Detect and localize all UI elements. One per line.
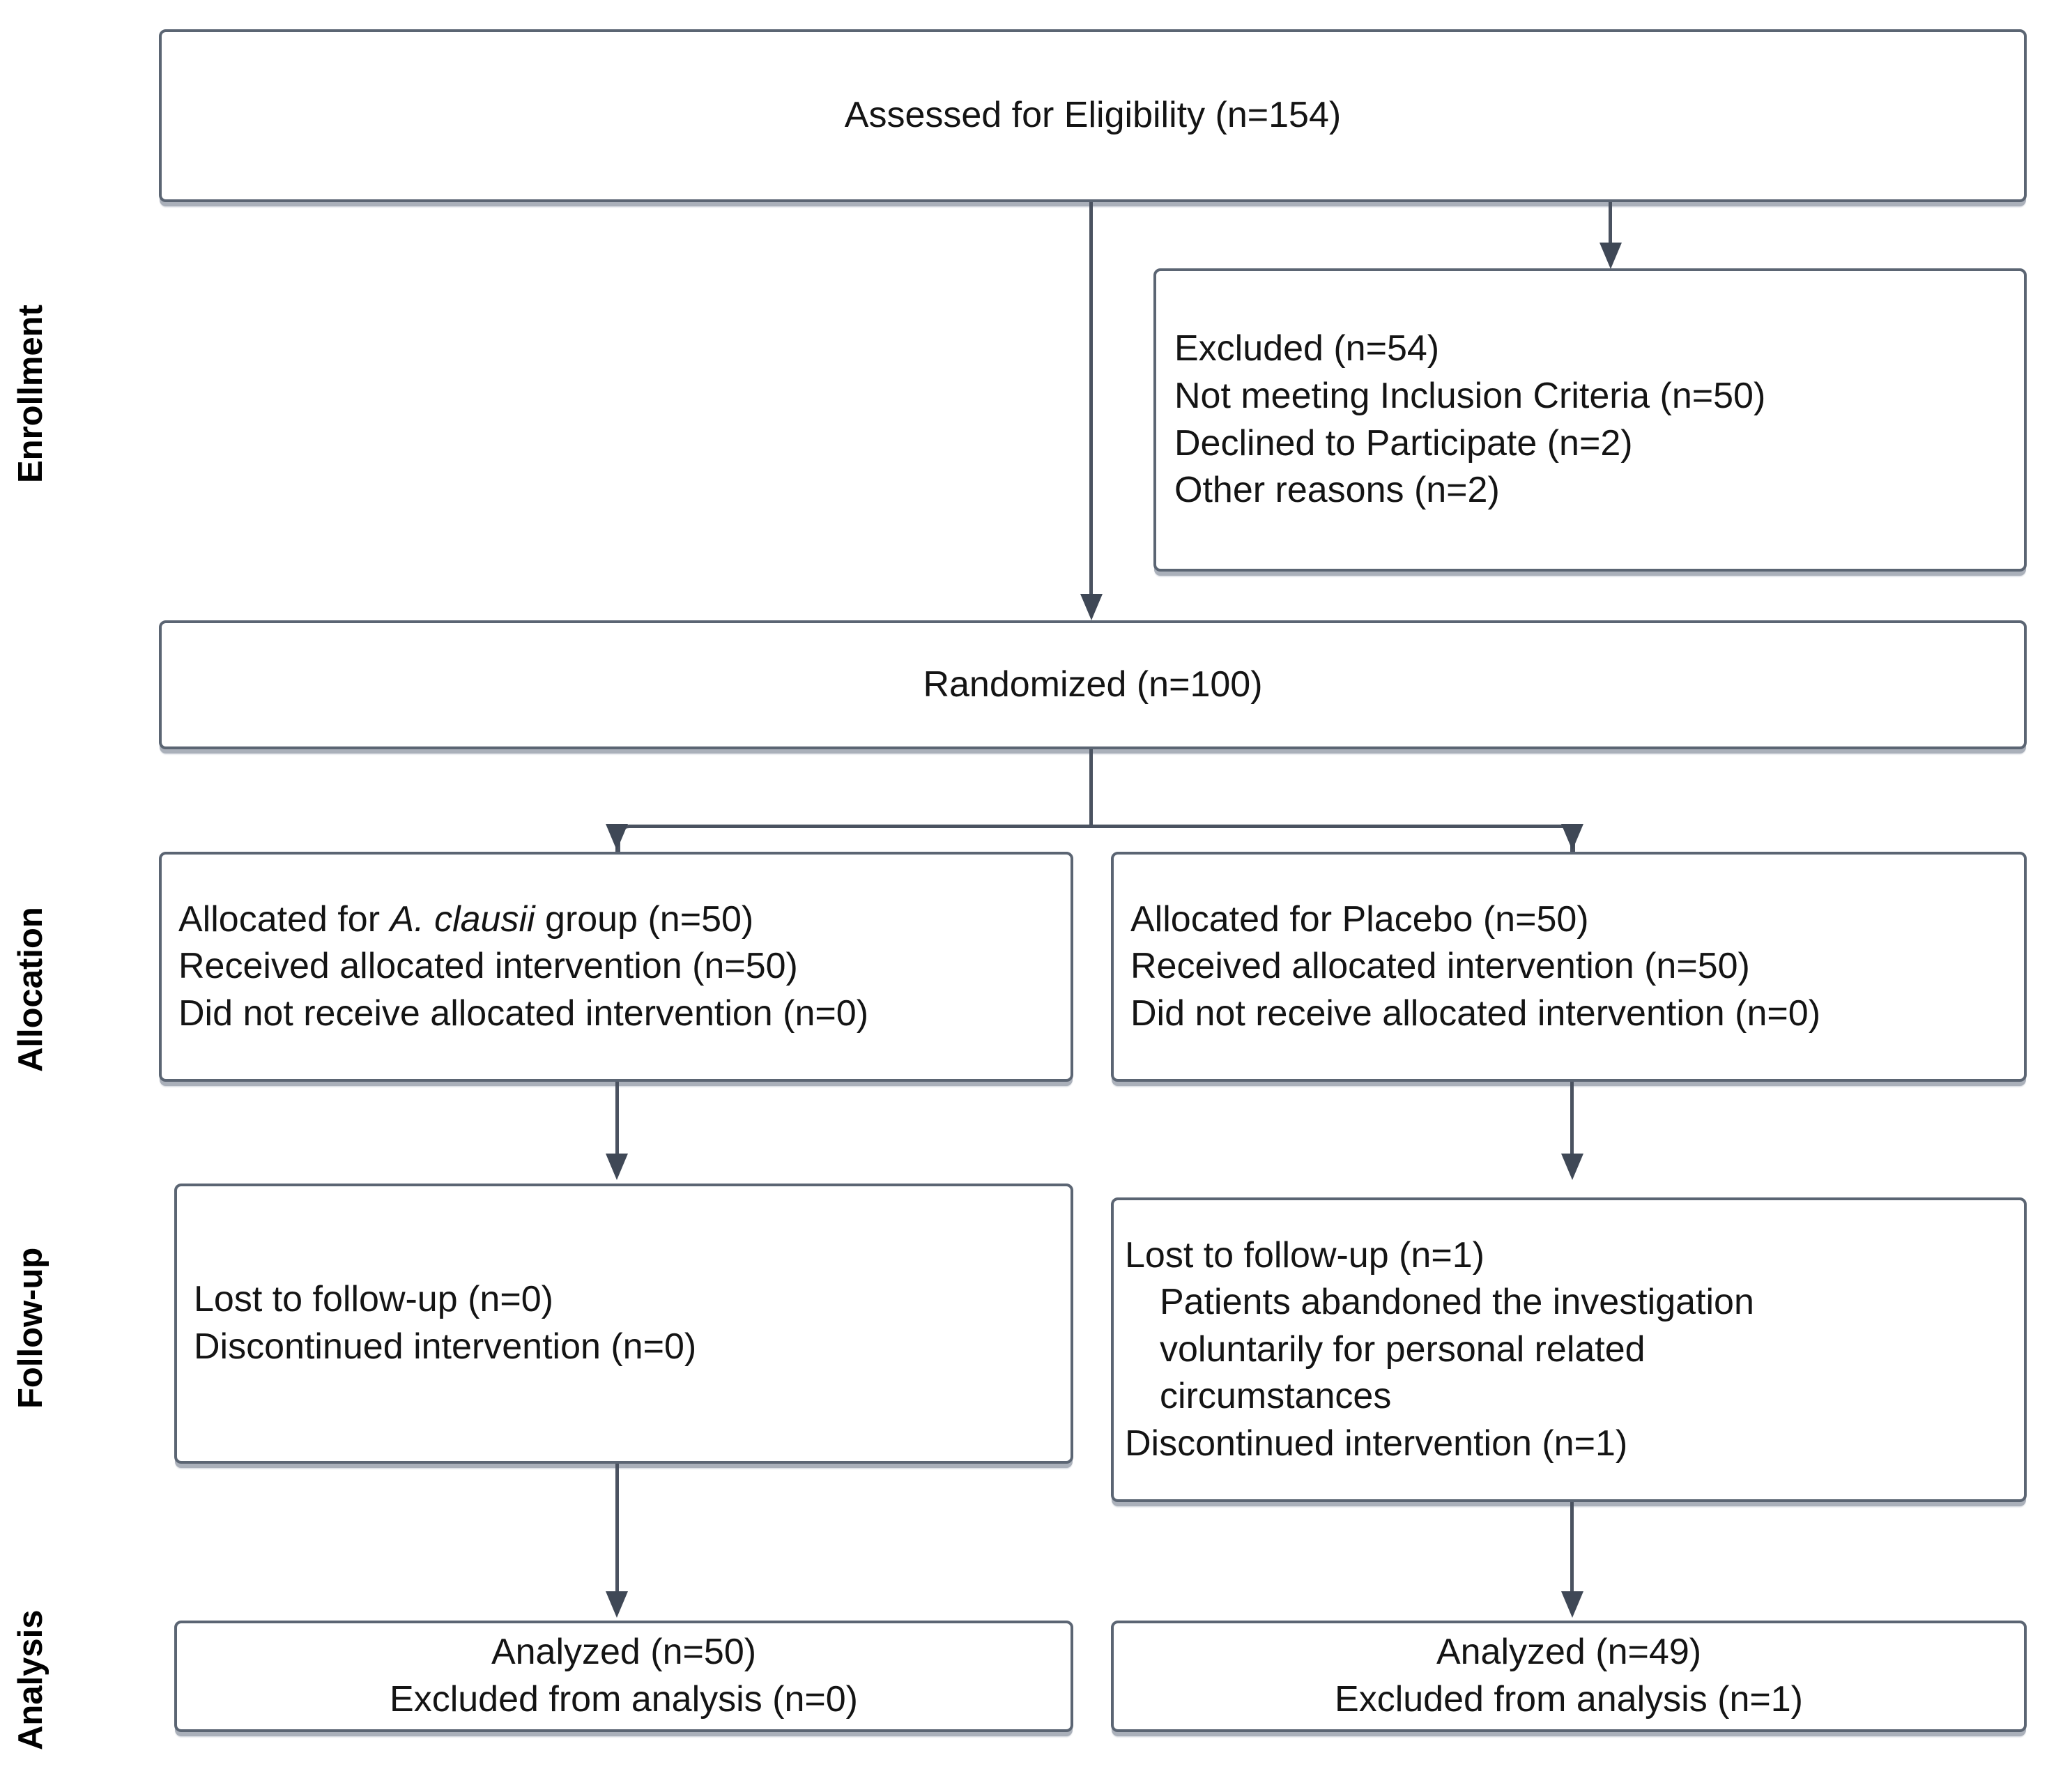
arrowhead-assessed-to-randomized [1080,594,1103,620]
node-followup-placebo: Lost to follow-up (n=1) Patients abandon… [1111,1197,2027,1502]
node-allocation-treatment: Allocated for A. clausii group (n=50) Re… [159,852,1073,1082]
excluded-line-1: Excluded (n=54) [1174,328,1440,369]
node-randomized: Randomized (n=100) [159,620,2027,749]
stage-label-analysis: Analysis [12,1609,49,1750]
arrowhead-allocation-to-followup-right [1561,1154,1583,1180]
connector-followup-to-analysis-left [615,1464,619,1596]
node-analysis-placebo: Analyzed (n=49) Excluded from analysis (… [1111,1621,2027,1732]
followup-placebo-detail-1: Patients abandoned the investigation [1160,1282,1754,1323]
connector-assessed-to-randomized [1089,202,1093,602]
allocation-treatment-line-2: Received allocated intervention (n=50) [178,946,798,987]
allocation-treatment-line-3: Did not receive allocated intervention (… [178,993,869,1034]
assessed-text: Assessed for Eligibility (n=154) [844,95,1342,136]
excluded-line-2: Not meeting Inclusion Criteria (n=50) [1174,375,1766,416]
connector-randomized-stem [1089,749,1093,826]
randomized-text: Randomized (n=100) [923,664,1263,705]
analysis-placebo-line-1: Analyzed (n=49) [1436,1632,1702,1673]
allocation-placebo-line-3: Did not receive allocated intervention (… [1130,993,1821,1034]
analysis-treatment-line-2: Excluded from analysis (n=0) [390,1679,858,1720]
followup-placebo-detail-2: voluntarily for personal related [1160,1328,1645,1370]
arrowhead-split-left [606,824,628,850]
arrowhead-followup-to-analysis-left [606,1591,628,1618]
followup-placebo-line-1: Lost to follow-up (n=1) [1125,1234,1485,1276]
connector-followup-to-analysis-right [1570,1502,1574,1596]
stage-label-enrollment: Enrollment [12,305,49,483]
node-assessed-for-eligibility: Assessed for Eligibility (n=154) [159,29,2027,202]
node-followup-treatment: Lost to follow-up (n=0) Discontinued int… [174,1184,1073,1464]
connector-allocation-to-followup-right [1570,1082,1574,1157]
allocation-placebo-line-1: Allocated for Placebo (n=50) [1130,898,1589,940]
excluded-line-3: Declined to Participate (n=2) [1174,422,1633,464]
allocation-treatment-line-1: Allocated for A. clausii group (n=50) [162,896,1071,944]
stage-label-allocation: Allocation [12,907,49,1073]
arrowhead-split-right [1561,824,1583,850]
analysis-treatment-line-1: Analyzed (n=50) [491,1632,757,1673]
node-allocation-placebo: Allocated for Placebo (n=50) Received al… [1111,852,2027,1082]
connector-assessed-to-excluded [1609,202,1612,256]
followup-placebo-line-5: Discontinued intervention (n=1) [1125,1423,1628,1464]
analysis-placebo-line-2: Excluded from analysis (n=1) [1335,1679,1803,1720]
allocation-treatment-prefix: Allocated for [178,898,390,940]
stage-label-followup: Follow-up [12,1247,49,1409]
connector-allocation-to-followup-left [615,1082,619,1157]
arrowhead-assessed-to-excluded [1599,243,1622,269]
arrowhead-allocation-to-followup-left [606,1154,628,1180]
allocation-placebo-line-2: Received allocated intervention (n=50) [1130,946,1750,987]
node-analysis-treatment: Analyzed (n=50) Excluded from analysis (… [174,1621,1073,1732]
allocation-treatment-species: A. clausii [390,898,535,940]
excluded-line-4: Other reasons (n=2) [1174,470,1500,511]
allocation-treatment-suffix: group (n=50) [535,898,754,940]
arrowhead-followup-to-analysis-right [1561,1591,1583,1618]
node-excluded: Excluded (n=54) Not meeting Inclusion Cr… [1153,268,2027,572]
followup-treatment-line-1: Lost to follow-up (n=0) [194,1279,553,1320]
followup-treatment-line-2: Discontinued intervention (n=0) [194,1326,697,1367]
followup-placebo-detail-3: circumstances [1160,1376,1392,1417]
